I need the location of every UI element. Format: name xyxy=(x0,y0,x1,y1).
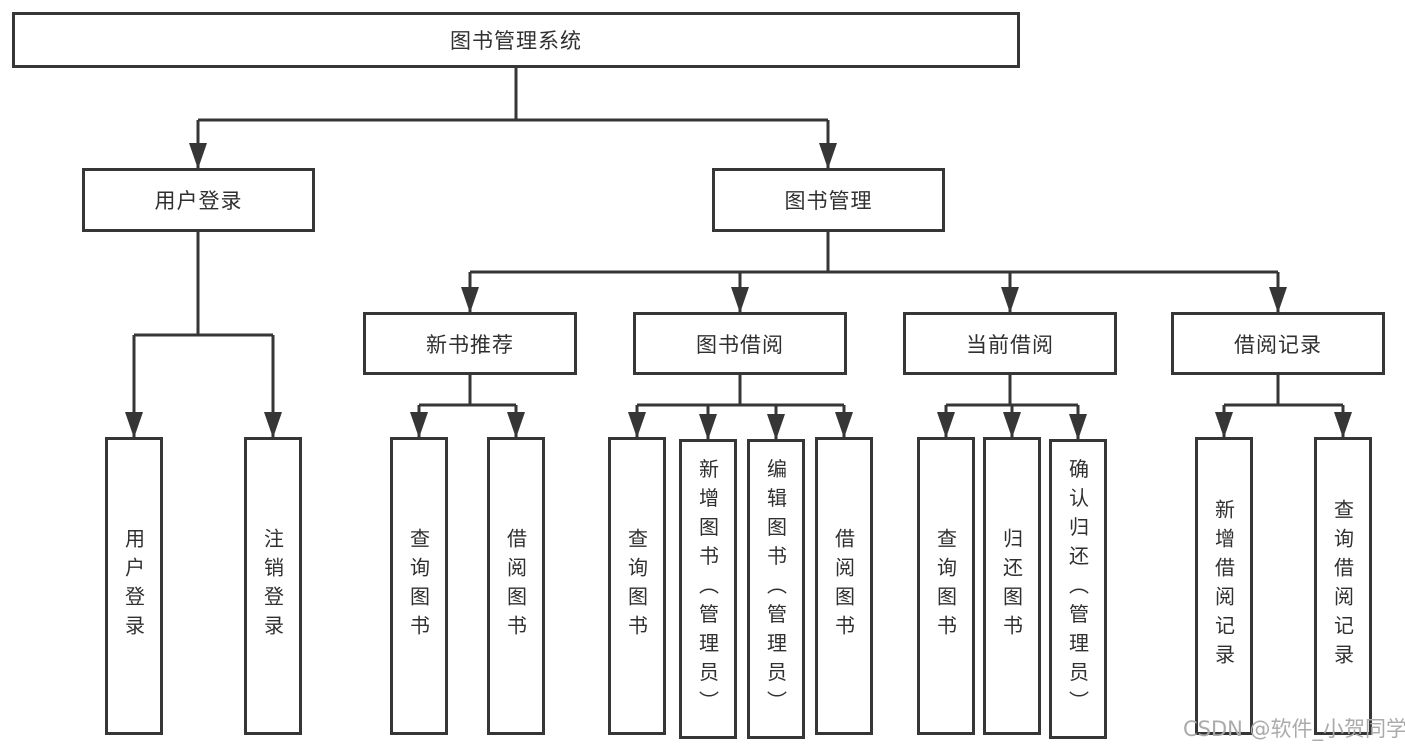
edge-root-trunk xyxy=(198,68,828,122)
node-label: 图书借阅 xyxy=(696,332,784,357)
leaf-label: 查询图书 xyxy=(933,528,958,644)
edge-bookmgmt-trunk xyxy=(470,232,1278,274)
node-current-borrowing: 当前借阅 xyxy=(903,312,1117,375)
node-label: 借阅记录 xyxy=(1234,332,1322,357)
tree-edges xyxy=(125,68,1352,440)
node-book-management-group: 图书管理 xyxy=(712,168,945,232)
node-library-management-system: 图书管理系统 xyxy=(12,12,1020,68)
node-book-borrowing: 图书借阅 xyxy=(633,312,847,375)
node-label: 图书管理系统 xyxy=(450,29,582,53)
leaf-label: 查询图书 xyxy=(624,528,649,644)
node-label: 用户登录 xyxy=(154,189,243,213)
node-borrowing-records: 借阅记录 xyxy=(1171,312,1385,375)
leaf-label: 编辑图书（管理员） xyxy=(763,458,788,720)
leaf-edit-books-admin: 编辑图书（管理员） xyxy=(747,439,805,739)
leaf-label: 查询图书 xyxy=(406,528,431,644)
leaf-borrow-books: 借阅图书 xyxy=(815,437,873,735)
leaf-query-borrow-record: 查询借阅记录 xyxy=(1314,437,1372,735)
leaf-label: 归还图书 xyxy=(999,528,1024,644)
edge-newbook-trunk xyxy=(419,375,516,407)
leaf-label: 借阅图书 xyxy=(831,528,856,644)
leaf-label: 查询借阅记录 xyxy=(1330,499,1355,673)
leaf-confirm-return-admin: 确认归还（管理员） xyxy=(1049,439,1107,739)
watermark: CSDN @软件_小贺同学 xyxy=(1183,717,1405,741)
leaf-label: 新增借阅记录 xyxy=(1211,499,1236,673)
leaf-label: 注销登录 xyxy=(260,528,285,644)
node-label: 新书推荐 xyxy=(426,332,514,357)
leaf-query-books-current: 查询图书 xyxy=(917,437,975,735)
leaf-label: 新增图书（管理员） xyxy=(695,458,720,720)
leaf-label: 用户登录 xyxy=(121,528,146,644)
node-label: 图书管理 xyxy=(784,189,873,213)
node-new-book-recommend: 新书推荐 xyxy=(363,312,577,375)
leaf-label: 借阅图书 xyxy=(503,528,528,644)
edge-current-trunk xyxy=(946,375,1078,407)
leaf-add-books-admin: 新增图书（管理员） xyxy=(679,439,737,739)
leaf-user-login: 用户登录 xyxy=(105,437,163,735)
leaf-query-books-borrowing: 查询图书 xyxy=(608,437,666,735)
edge-borrow-trunk xyxy=(637,375,844,407)
leaf-add-borrow-record: 新增借阅记录 xyxy=(1195,437,1253,735)
leaf-borrow-books-recommend: 借阅图书 xyxy=(487,437,545,735)
node-user-login-group: 用户登录 xyxy=(82,168,315,232)
edge-records-trunk xyxy=(1224,375,1343,407)
leaf-label: 确认归还（管理员） xyxy=(1065,458,1090,720)
leaf-logout: 注销登录 xyxy=(244,437,302,735)
leaf-return-books: 归还图书 xyxy=(983,437,1041,735)
node-label: 当前借阅 xyxy=(966,332,1054,357)
leaf-query-books-recommend: 查询图书 xyxy=(390,437,448,735)
edge-userlogin-trunk xyxy=(134,232,273,337)
